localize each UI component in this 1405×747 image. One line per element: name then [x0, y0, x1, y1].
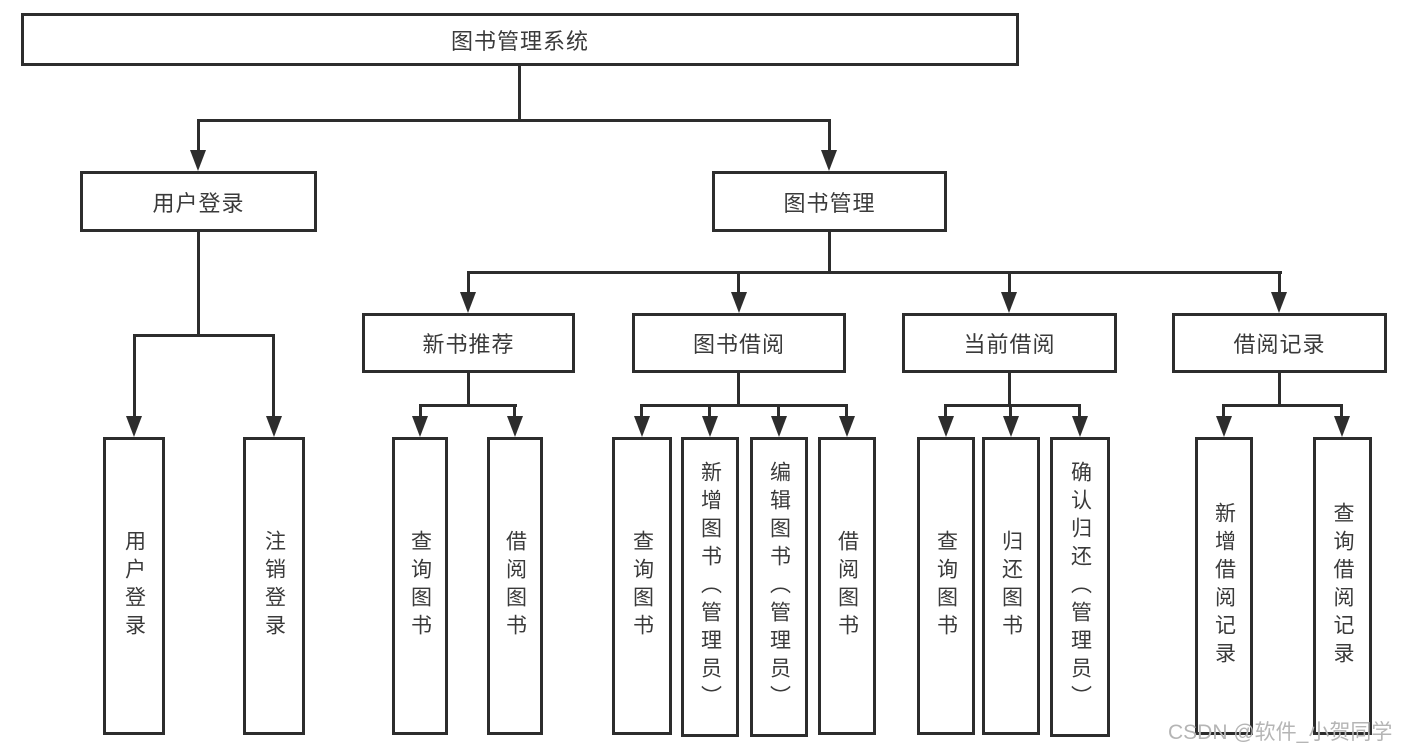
node-book-borrow: 图书借阅 — [632, 313, 846, 373]
leaf-label: 新增借阅记录 — [1212, 502, 1236, 670]
connector-drop-leaf-user-login — [133, 334, 136, 418]
leaf-label: 新增图书（管理员） — [698, 461, 722, 713]
leaf-label: 确认归还（管理员） — [1068, 461, 1092, 713]
connector-drop-new-book — [467, 271, 470, 295]
node-current-borrow: 当前借阅 — [902, 313, 1117, 373]
leaf-label: 查询借阅记录 — [1331, 502, 1354, 670]
arrow-down-icon — [731, 292, 747, 313]
node-root: 图书管理系统 — [21, 13, 1019, 66]
leaf-edit-book-admin: 编辑图书（管理员） — [750, 437, 808, 737]
connector-book-management-bus — [467, 271, 1282, 274]
connector-drop — [944, 404, 947, 418]
arrow-down-icon — [1334, 416, 1350, 437]
arrow-down-icon — [190, 150, 206, 171]
leaf-label: 用户登录 — [122, 530, 146, 642]
leaf-label: 查询图书 — [630, 530, 654, 642]
leaf-label: 编辑图书（管理员） — [767, 461, 791, 713]
arrow-down-icon — [1216, 416, 1232, 437]
connector-current-borrow-bus — [944, 404, 1081, 407]
connector-drop — [1222, 404, 1225, 418]
connector-drop — [777, 404, 780, 418]
arrow-down-icon — [771, 416, 787, 437]
connector-borrow-records-bus — [1222, 404, 1343, 407]
arrow-down-icon — [821, 150, 837, 171]
arrow-down-icon — [1072, 416, 1088, 437]
leaf-query-books-current: 查询图书 — [917, 437, 975, 735]
node-user-login: 用户登录 — [80, 171, 317, 232]
connector-root-stem — [518, 64, 521, 121]
arrow-down-icon — [634, 416, 650, 437]
connector-user-login-bus — [133, 334, 275, 337]
leaf-label: 借阅图书 — [835, 530, 859, 642]
connector-drop — [419, 404, 422, 418]
arrow-down-icon — [839, 416, 855, 437]
leaf-return-book: 归还图书 — [982, 437, 1040, 735]
connector-drop — [1078, 404, 1081, 418]
leaf-add-book-admin: 新增图书（管理员） — [681, 437, 739, 737]
connector-new-book-stem — [467, 373, 470, 407]
leaf-query-books-recommend: 查询图书 — [392, 437, 448, 735]
connector-book-borrow-stem — [737, 373, 740, 407]
connector-drop — [640, 404, 643, 418]
leaf-borrow-books: 借阅图书 — [818, 437, 876, 735]
connector-root-bus — [197, 119, 831, 122]
node-borrow-records: 借阅记录 — [1172, 313, 1387, 373]
arrow-down-icon — [1001, 292, 1017, 313]
arrow-down-icon — [938, 416, 954, 437]
node-book-management: 图书管理 — [712, 171, 947, 232]
connector-drop-borrow-records — [1278, 271, 1281, 295]
csdn-watermark: CSDN @软件_小贺同学 — [1168, 721, 1393, 744]
arrow-down-icon — [126, 416, 142, 437]
leaf-query-books-borrow: 查询图书 — [612, 437, 672, 735]
arrow-down-icon — [460, 292, 476, 313]
leaf-label: 查询图书 — [408, 530, 432, 642]
connector-drop-current-borrow — [1008, 271, 1011, 295]
arrow-down-icon — [412, 416, 428, 437]
connector-borrow-records-stem — [1278, 373, 1281, 407]
connector-drop-book-borrow — [737, 271, 740, 295]
leaf-label: 查询图书 — [934, 530, 958, 642]
connector-drop-leaf-logout — [272, 334, 275, 418]
node-new-book-recommend: 新书推荐 — [362, 313, 575, 373]
leaf-confirm-return-admin: 确认归还（管理员） — [1050, 437, 1110, 737]
arrow-down-icon — [1003, 416, 1019, 437]
leaf-logout: 注销登录 — [243, 437, 305, 735]
leaf-label: 注销登录 — [262, 530, 286, 642]
arrow-down-icon — [1271, 292, 1287, 313]
connector-drop — [708, 404, 711, 418]
connector-drop — [513, 404, 516, 418]
arrow-down-icon — [266, 416, 282, 437]
arrow-down-icon — [507, 416, 523, 437]
connector-drop-book-management — [828, 119, 831, 153]
connector-drop — [1009, 404, 1012, 418]
connector-drop-user-login — [197, 119, 200, 153]
connector-drop — [845, 404, 848, 418]
connector-book-management-stem — [828, 232, 831, 274]
leaf-label: 归还图书 — [999, 530, 1023, 642]
connector-user-login-stem — [197, 232, 200, 337]
leaf-add-borrow-record: 新增借阅记录 — [1195, 437, 1253, 735]
connector-new-book-bus — [419, 404, 517, 407]
leaf-query-borrow-record: 查询借阅记录 — [1313, 437, 1372, 735]
leaf-user-login: 用户登录 — [103, 437, 165, 735]
connector-book-borrow-bus — [641, 404, 848, 407]
connector-current-borrow-stem — [1008, 373, 1011, 407]
leaf-label: 借阅图书 — [503, 530, 527, 642]
connector-drop — [1340, 404, 1343, 418]
arrow-down-icon — [702, 416, 718, 437]
leaf-borrow-books-recommend: 借阅图书 — [487, 437, 543, 735]
